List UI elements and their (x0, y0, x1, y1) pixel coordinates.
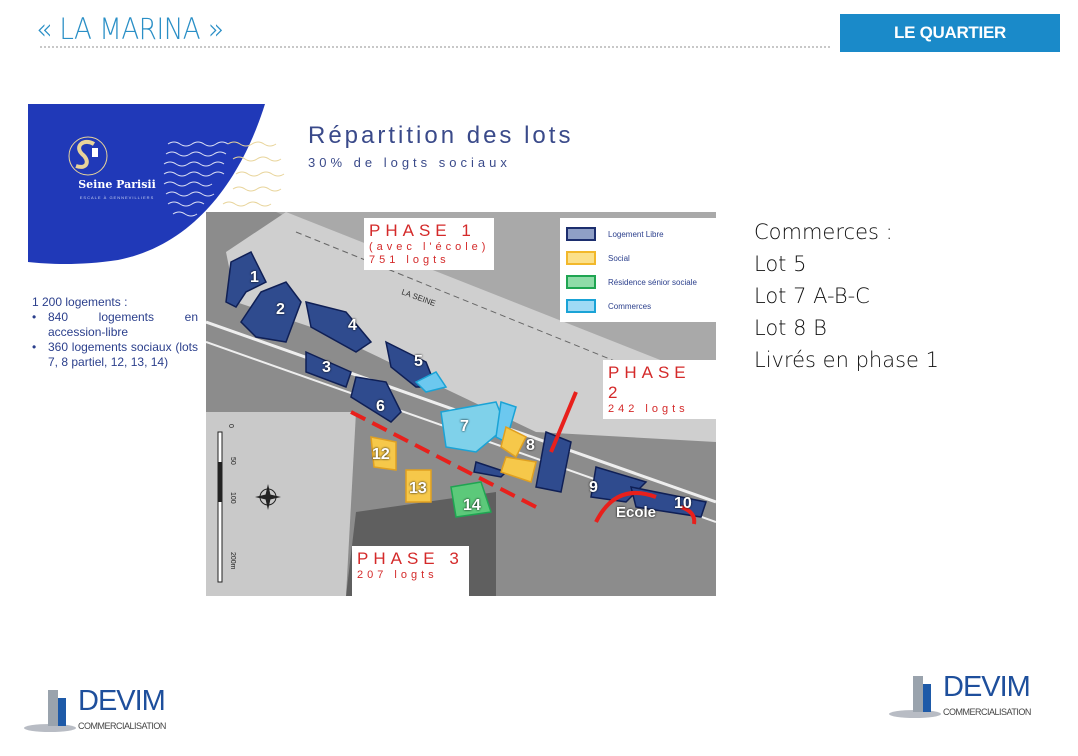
lot-label: 12 (372, 446, 390, 463)
legend-swatch (566, 227, 596, 241)
phase-name: PHASE 1 (369, 221, 476, 240)
building-logo-icon (889, 676, 941, 718)
compass-icon (255, 484, 281, 510)
lot-label: 1 (250, 269, 259, 286)
legend-item: Logement Libre (566, 222, 710, 246)
phase-1-label: PHASE 1 (avec l'école) 751 logts (364, 218, 495, 270)
section-badge: LE QUARTIER (840, 14, 1060, 52)
legend-item: Social (566, 246, 710, 270)
stats-item: 360 logements sociaux (lots 7, 8 partiel… (32, 340, 198, 370)
legend-label: Social (608, 253, 630, 263)
seine-parisii-logo-icon (68, 136, 108, 176)
commerces-line: Livrés en phase 1 (754, 348, 939, 372)
scale-bar (217, 431, 223, 583)
legend-label: Résidence sénior sociale (608, 277, 697, 287)
lot-label: 10 (674, 495, 692, 512)
stats-intro: 1 200 logements : (32, 295, 128, 309)
logo-name: DEVIM (78, 685, 166, 717)
lot-label: 2 (276, 301, 285, 318)
lot-label: 7 (460, 418, 469, 435)
site-plan-map: LA SEINE (206, 212, 716, 596)
legend-label: Commerces (608, 301, 652, 311)
legend-swatch (566, 251, 596, 265)
housing-stats: 1 200 logements : 840 logements en acces… (32, 295, 198, 370)
brand-banner (28, 104, 285, 264)
legend-swatch (566, 299, 596, 313)
logo-name: DEVIM (943, 671, 1031, 703)
scale-label: 0 (227, 424, 234, 428)
lot-label: 14 (463, 497, 481, 514)
lot-label: 5 (414, 353, 423, 370)
commerces-line: Lot 7 A-B-C (754, 284, 870, 308)
phase-2-label: PHASE 2 242 logts (603, 360, 716, 419)
commerces-line: Lot 8 B (754, 316, 827, 340)
page-title: « LA MARINA » (36, 12, 224, 46)
lot-label: 9 (589, 479, 598, 496)
commerces-info: Commerces : Lot 5 Lot 7 A-B-C Lot 8 B Li… (754, 216, 939, 376)
map-title: Répartition des lots (308, 122, 574, 149)
logo-sub: COMMERCIALISATION (943, 707, 1031, 717)
phase-count: 207 logts (357, 569, 438, 581)
devim-logo-right: DEVIM COMMERCIALISATION (885, 672, 1045, 722)
lot-label: 6 (376, 398, 385, 415)
scale-label: 50 (229, 457, 236, 465)
devim-logo-left: DEVIM COMMERCIALISATION (20, 686, 180, 736)
phase-note: (avec l'école) (369, 241, 490, 253)
title-divider (40, 46, 830, 48)
building-logo-icon (24, 690, 76, 732)
scale-label: 200m (229, 552, 236, 570)
map-subtitle: 30% de logts sociaux (308, 155, 511, 170)
brand-name: Seine Parisii (78, 178, 156, 191)
lot-label: 3 (322, 359, 331, 376)
legend-label: Logement Libre (608, 229, 664, 239)
lot-label: 4 (348, 317, 357, 334)
school-label: Ecole (616, 504, 657, 521)
phase-3-label: PHASE 3 207 logts (352, 546, 469, 596)
lot-label: 13 (409, 480, 427, 497)
phase-name: PHASE 3 (357, 549, 464, 568)
stats-item: 840 logements en accession-libre (32, 310, 198, 340)
commerces-line: Commerces : (754, 220, 893, 244)
map-legend: Logement Libre Social Résidence sénior s… (560, 218, 716, 322)
scale-label: 100 (229, 492, 236, 504)
legend-item: Commerces (566, 294, 710, 318)
phase-name: PHASE 2 (608, 363, 691, 402)
logo-sub: COMMERCIALISATION (78, 721, 166, 731)
phase-count: 242 logts (608, 403, 689, 415)
phase-count: 751 logts (369, 254, 450, 266)
lot-label: 8 (526, 437, 535, 454)
brand-tagline: ESCALE À GENNEVILLIERS (79, 195, 155, 200)
commerces-line: Lot 5 (754, 252, 807, 276)
legend-item: Résidence sénior sociale (566, 270, 710, 294)
legend-swatch (566, 275, 596, 289)
